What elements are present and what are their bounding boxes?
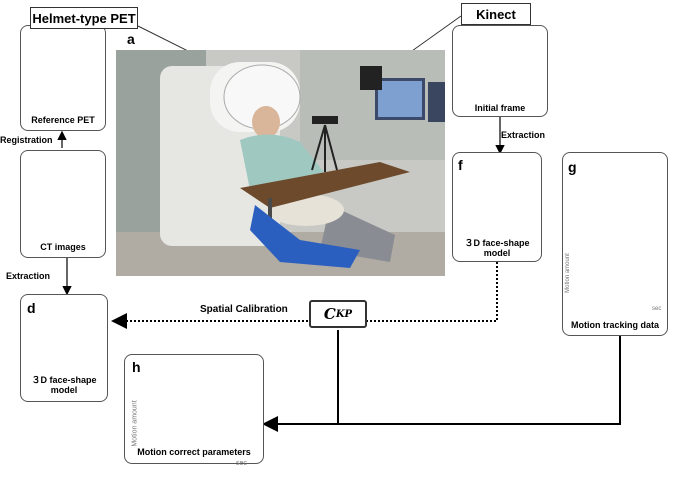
g-ylabel: Motion amount bbox=[564, 253, 571, 293]
g-xlabel: sec bbox=[652, 306, 662, 312]
caption-f-line2: model bbox=[483, 248, 511, 259]
helmet-pet-label: Helmet-type PET bbox=[30, 7, 138, 29]
caption-f: ３D face-shape model bbox=[452, 238, 542, 259]
dotted-connector-f bbox=[367, 262, 498, 322]
caption-d: ３D face-shape model bbox=[20, 375, 108, 396]
extraction-label-right: Extraction bbox=[501, 130, 546, 140]
caption-c: CT images bbox=[40, 242, 86, 252]
kinect-label: Kinect bbox=[461, 3, 531, 25]
panel-e bbox=[452, 25, 548, 117]
panel-letter-a: a bbox=[127, 31, 135, 47]
extraction-label-left: Extraction bbox=[6, 271, 51, 281]
panel-d bbox=[20, 294, 108, 402]
panel-f bbox=[452, 152, 542, 262]
scanner-photo bbox=[116, 50, 445, 276]
panel-letter-g: g bbox=[568, 159, 577, 175]
h-xlabel: sec bbox=[236, 460, 247, 467]
panel-letter-c: c bbox=[27, 159, 35, 175]
ckp-sub: KP bbox=[335, 308, 353, 320]
caption-e: Initial frame bbox=[474, 103, 526, 113]
spatial-calibration-label: Spatial Calibration bbox=[200, 304, 288, 315]
panel-letter-e: e bbox=[458, 31, 466, 47]
panel-letter-h: h bbox=[132, 359, 141, 375]
ckp-main: C bbox=[323, 305, 336, 323]
registration-label: Registration bbox=[0, 135, 53, 145]
g-to-h-line bbox=[338, 336, 621, 425]
panel-g bbox=[562, 152, 668, 336]
ckp-to-h-arrow bbox=[262, 330, 339, 432]
caption-d-line2: model bbox=[50, 385, 78, 396]
panel-c bbox=[20, 150, 106, 258]
panel-letter-f: f bbox=[458, 157, 463, 173]
h-ylabel: Motion amount bbox=[131, 400, 139, 447]
caption-g: Motion tracking data bbox=[570, 320, 659, 330]
panel-h bbox=[124, 354, 264, 464]
caption-d-line1: ３D face-shape bbox=[31, 375, 97, 385]
caption-f-line1: ３D face-shape bbox=[464, 238, 530, 248]
panel-letter-b: b bbox=[27, 31, 36, 47]
caption-b: Reference PET bbox=[31, 115, 95, 125]
caption-h: Motion correct parameters bbox=[137, 447, 251, 457]
panel-letter-d: d bbox=[27, 300, 36, 316]
